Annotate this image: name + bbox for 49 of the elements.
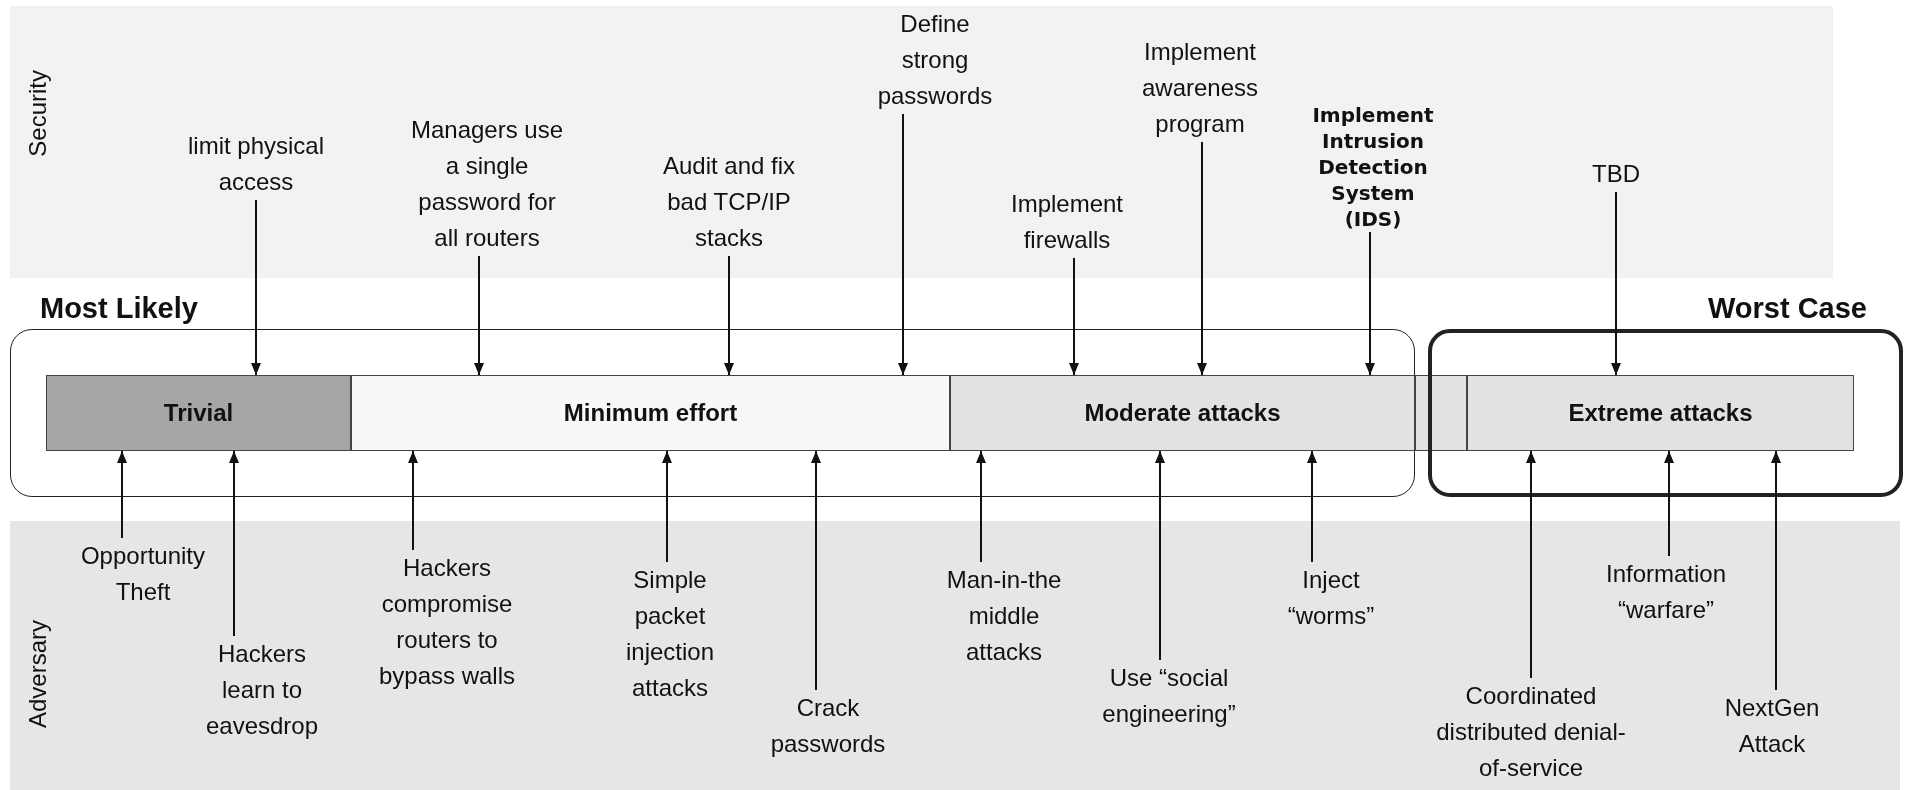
- arrow: [1664, 450, 1674, 557]
- countermeasure-label: Implement firewalls: [997, 186, 1137, 258]
- attack-label: Information “warfare”: [1586, 556, 1746, 628]
- countermeasure-label: Audit and fix bad TCP/IP stacks: [651, 148, 807, 256]
- arrow: [1771, 450, 1781, 691]
- arrow: [1611, 191, 1621, 376]
- arrow: [976, 450, 986, 563]
- attack-label: NextGen Attack: [1717, 690, 1827, 762]
- attack-label: Coordinated distributed denial-of-service: [1426, 678, 1636, 786]
- level-segment: Minimum effort: [351, 375, 950, 451]
- arrow: [724, 255, 734, 376]
- attack-label: Hackers learn to eavesdrop: [197, 636, 327, 744]
- level-segment: Moderate attacks: [950, 375, 1415, 451]
- arrow: [117, 450, 127, 539]
- arrow: [1307, 450, 1317, 563]
- arrow: [408, 450, 418, 551]
- region-heading: Most Likely: [40, 291, 198, 326]
- attack-label: Hackers compromise routers to bypass walls: [372, 550, 522, 694]
- security-band: [10, 6, 1833, 278]
- arrow: [474, 255, 484, 376]
- countermeasure-label: TBD: [1576, 156, 1656, 192]
- arrow: [662, 450, 672, 563]
- attack-label: Crack passwords: [763, 690, 893, 762]
- band-label: Security: [24, 70, 52, 157]
- countermeasure-label: Implement Intrusion Detection System (IDS): [1303, 102, 1443, 232]
- attack-label: Simple packet injection attacks: [612, 562, 728, 706]
- empty-segment: [1415, 375, 1467, 451]
- attack-label: Man-in-the middle attacks: [929, 562, 1079, 670]
- attack-label: Opportunity Theft: [63, 538, 223, 610]
- arrow: [1526, 450, 1536, 679]
- level-segment: Extreme attacks: [1467, 375, 1854, 451]
- level-segment: Trivial: [46, 375, 351, 451]
- countermeasure-label: limit physical access: [166, 128, 346, 200]
- arrow: [811, 450, 821, 691]
- adversary-band: [10, 521, 1900, 790]
- arrow: [1155, 450, 1165, 661]
- arrow: [1365, 231, 1375, 376]
- attack-label: Inject “worms”: [1271, 562, 1391, 634]
- region-heading: Worst Case: [1707, 291, 1867, 326]
- arrow: [1069, 257, 1079, 376]
- band-label: Adversary: [24, 620, 52, 729]
- countermeasure-label: Implement awareness program: [1130, 34, 1270, 142]
- countermeasure-label: Define strong passwords: [870, 6, 1000, 114]
- arrow: [898, 113, 908, 376]
- countermeasure-label: Managers use a single password for all routers: [407, 112, 567, 256]
- attack-label: Use “social engineering”: [1081, 660, 1257, 732]
- arrow: [1197, 141, 1207, 376]
- arrow: [251, 199, 261, 376]
- arrow: [229, 450, 239, 637]
